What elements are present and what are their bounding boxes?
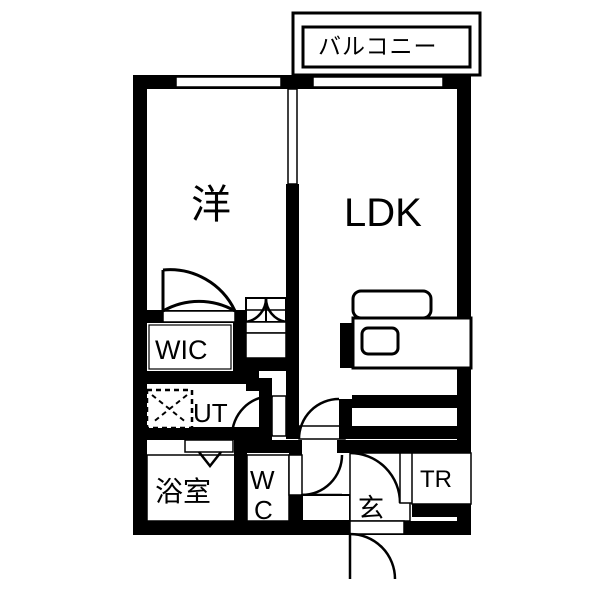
door-ut-hall	[230, 394, 287, 437]
kitchen-counter	[351, 289, 433, 320]
room-label-ldk: LDK	[344, 191, 422, 235]
wic-enclosure	[133, 323, 246, 384]
kitchen-unit	[340, 289, 473, 370]
room-label-genkan: 玄	[358, 494, 385, 524]
room-label-wic: WIC	[155, 335, 208, 365]
room-label-ut: UT	[193, 398, 228, 428]
washing-machine-symbol	[145, 388, 194, 430]
closet-double-door	[245, 297, 287, 324]
room-label-bathroom: 浴室	[155, 475, 212, 508]
wall-hall-left	[245, 321, 287, 391]
room-label-balcony: バルコニー	[318, 34, 438, 60]
bathroom-enclosure	[146, 440, 248, 522]
trunk-room-enclosure	[411, 440, 472, 517]
kitchen-sink	[360, 326, 400, 356]
sliding-door-western-ldk	[287, 88, 298, 185]
door-bath	[184, 439, 234, 469]
window-ldk-north	[312, 76, 444, 88]
door-genkan	[348, 520, 405, 580]
room-label-wc-line1: W	[250, 465, 275, 495]
wall-hall-trunk	[400, 440, 413, 453]
room-label-wc-line2: C	[254, 495, 273, 525]
room-label-western-room: 洋	[191, 182, 231, 228]
partition-western-ldk	[286, 75, 299, 405]
door-western-to-hall	[161, 268, 237, 323]
window-western-north	[175, 76, 282, 88]
room-label-trunk-room: TR	[420, 466, 452, 493]
wall-ldk-south	[339, 395, 471, 439]
